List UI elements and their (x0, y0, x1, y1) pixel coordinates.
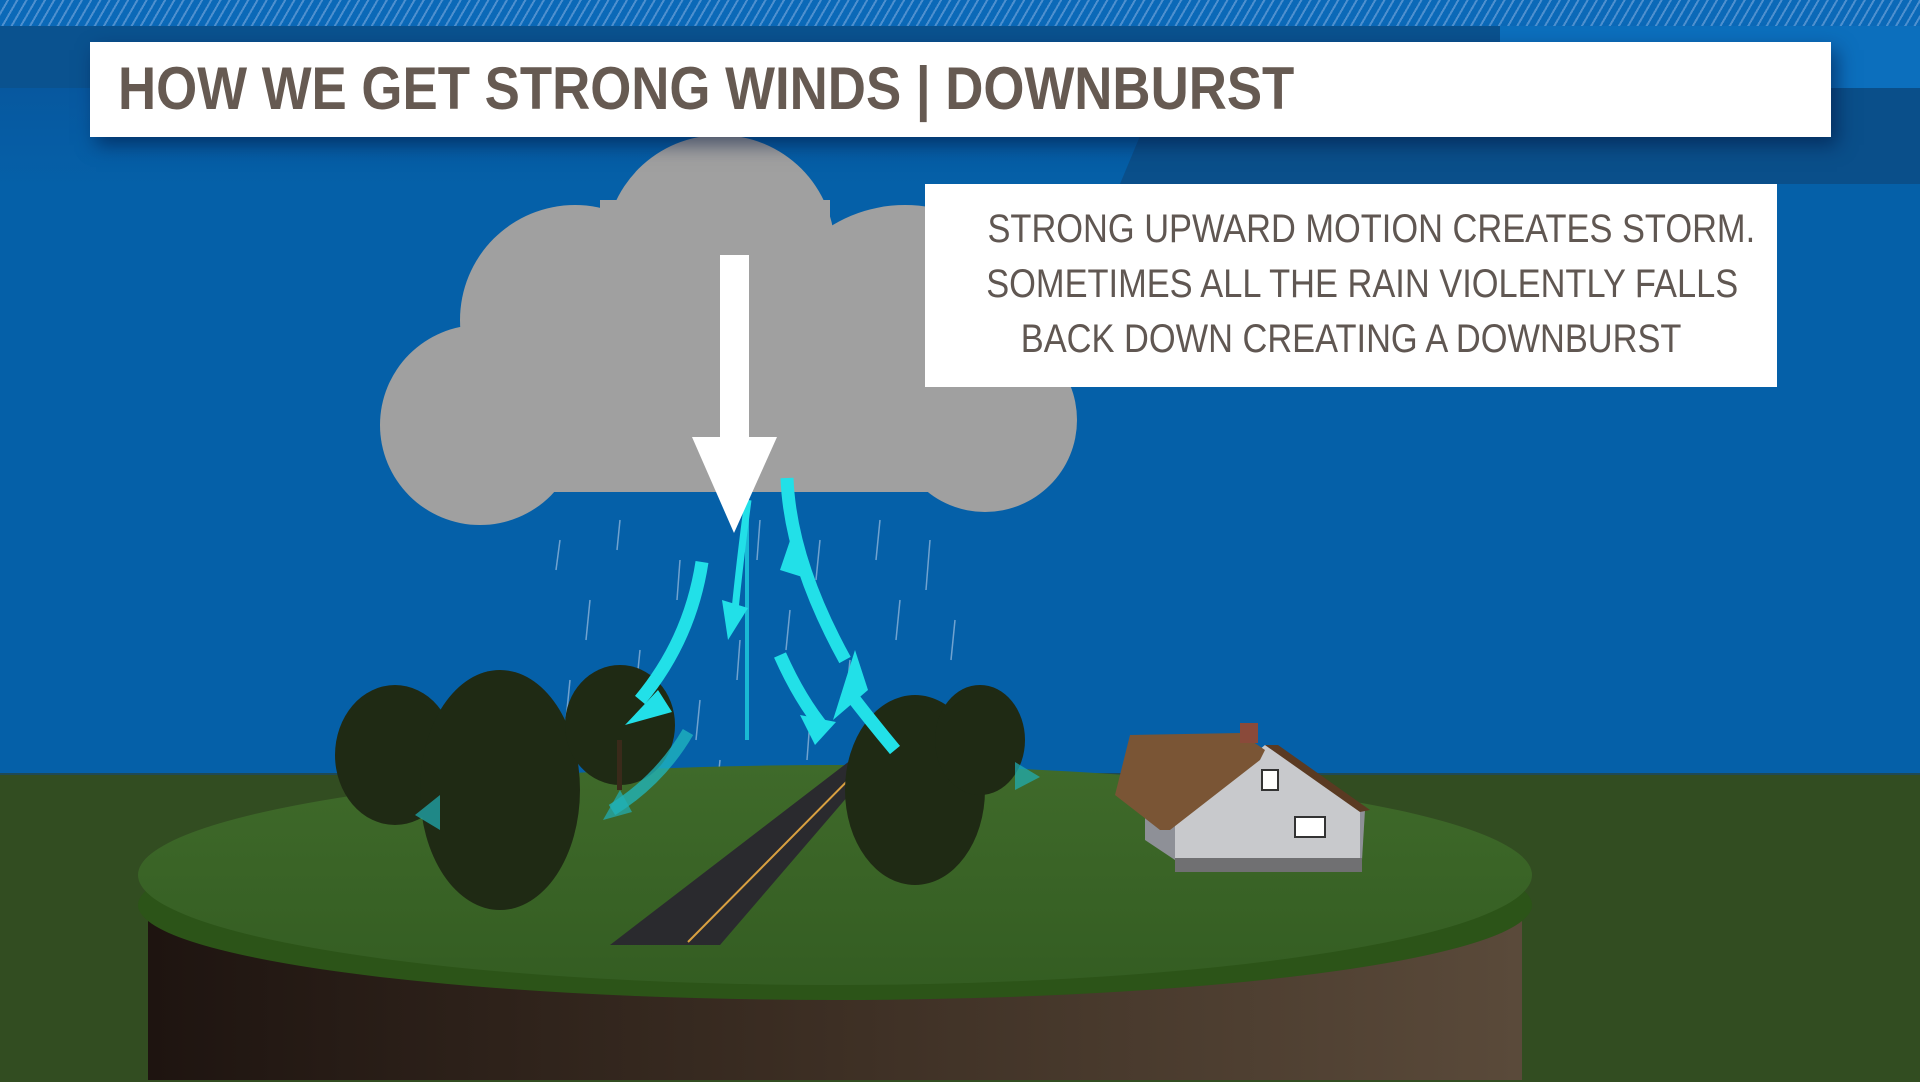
arrowhead-icon (415, 795, 440, 830)
info-line-1: STRONG UPWARD MOTION CREATES STORM. (925, 206, 1777, 252)
arrowhead-icon (800, 715, 836, 745)
arrowhead-icon (722, 600, 748, 640)
title-bar: HOW WE GET STRONG WINDS | DOWNBURST (90, 42, 1831, 137)
arrowhead-icon (1015, 762, 1040, 790)
house (1115, 723, 1370, 872)
arrowhead-icon (603, 790, 632, 820)
info-text: STRONG UPWARD MOTION CREATES STORM. (987, 207, 1756, 251)
wind-arrow-left (635, 561, 709, 705)
striped-header-band (0, 0, 1920, 26)
arrowhead-icon (833, 650, 868, 720)
road (610, 753, 885, 945)
info-text: BACK DOWN CREATING A DOWNBURST (1020, 317, 1682, 361)
info-text: SOMETIMES ALL THE RAIN VIOLENTLY FALLS (986, 262, 1739, 306)
page-title: HOW WE GET STRONG WINDS | DOWNBURST (118, 55, 1295, 122)
info-box: STRONG UPWARD MOTION CREATES STORM. SOME… (925, 184, 1777, 387)
info-line-3: BACK DOWN CREATING A DOWNBURST (925, 316, 1777, 362)
info-line-2: SOMETIMES ALL THE RAIN VIOLENTLY FALLS (925, 261, 1777, 307)
arrowhead-icon (780, 520, 812, 580)
arrowhead-icon (625, 690, 672, 725)
